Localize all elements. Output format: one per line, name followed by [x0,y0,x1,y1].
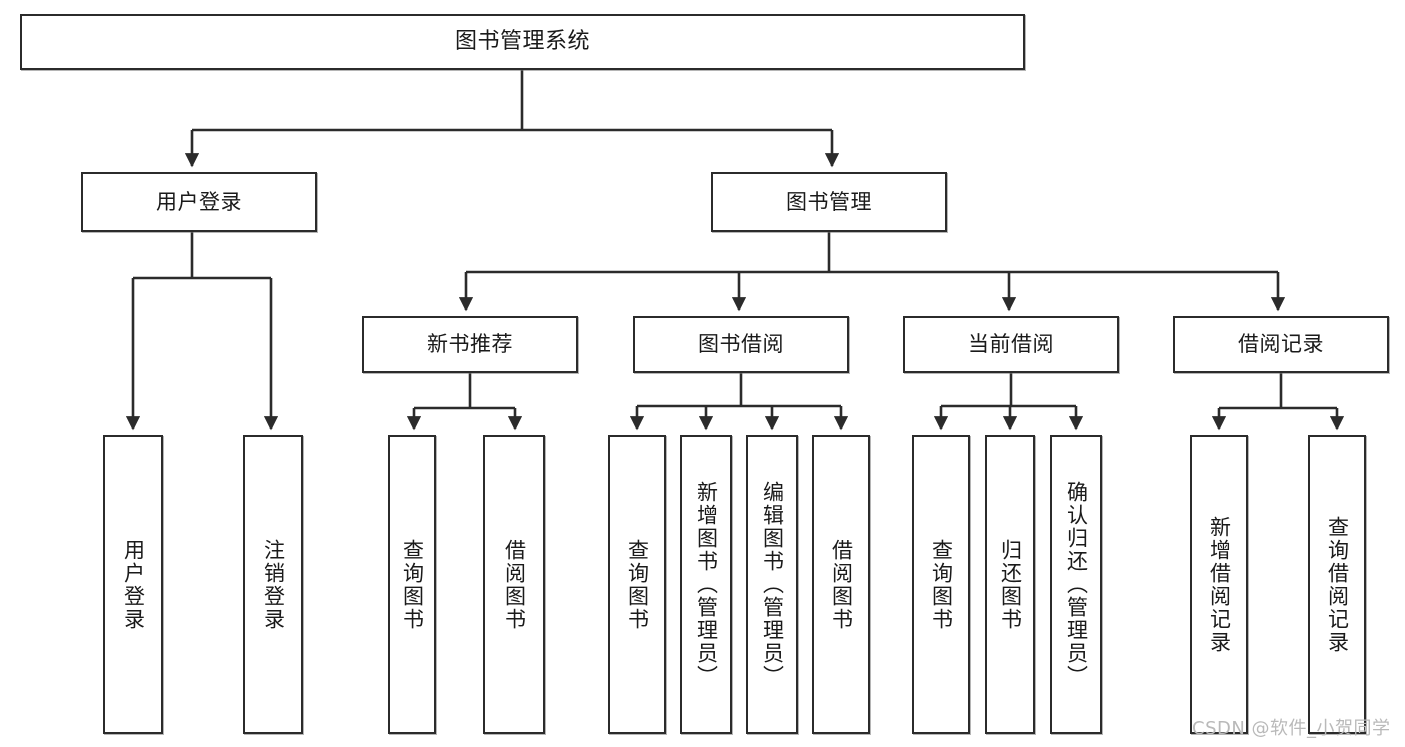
node-book-management-label: 图书管理 [786,189,872,214]
leaf-query-borrow-record[interactable]: 查询借阅记录 [1308,435,1366,734]
leaf-user-login[interactable]: 用户登录 [103,435,163,734]
leaf-query-book-recommend[interactable]: 查询图书 [388,435,436,734]
leaf-user-login-label: 用户登录 [121,538,146,631]
node-book-borrow[interactable]: 图书借阅 [633,316,849,373]
leaf-query-book-current-label: 查询图书 [929,538,954,631]
leaf-logout[interactable]: 注销登录 [243,435,303,734]
leaf-borrow-book-recommend-label: 借阅图书 [502,538,527,631]
leaf-return-book[interactable]: 归还图书 [985,435,1035,734]
node-book-management[interactable]: 图书管理 [711,172,947,232]
leaf-query-borrow-record-label: 查询借阅记录 [1325,515,1350,654]
leaf-query-book-recommend-label: 查询图书 [400,538,425,631]
leaf-query-book-borrow-label: 查询图书 [625,538,650,631]
node-current-borrow-label: 当前借阅 [968,332,1054,357]
node-borrow-records-label: 借阅记录 [1238,332,1324,357]
leaf-borrow-book-recommend[interactable]: 借阅图书 [483,435,545,734]
leaf-confirm-return-admin[interactable]: 确认归还（管理员） [1050,435,1102,734]
node-root-label: 图书管理系统 [454,29,590,55]
node-user-login-label: 用户登录 [156,189,242,214]
leaf-borrow-book-label: 借阅图书 [829,538,854,631]
watermark: CSDN @软件_小贺同学 [1192,718,1391,739]
node-new-book-recommend[interactable]: 新书推荐 [362,316,578,373]
leaf-logout-label: 注销登录 [261,538,286,631]
node-root[interactable]: 图书管理系统 [20,14,1025,70]
leaf-add-book-admin[interactable]: 新增图书（管理员） [680,435,732,734]
leaf-query-book-borrow[interactable]: 查询图书 [608,435,666,734]
leaf-add-borrow-record[interactable]: 新增借阅记录 [1190,435,1248,734]
node-current-borrow[interactable]: 当前借阅 [903,316,1119,373]
leaf-edit-book-admin[interactable]: 编辑图书（管理员） [746,435,798,734]
leaf-add-borrow-record-label: 新增借阅记录 [1207,515,1232,654]
node-user-login[interactable]: 用户登录 [81,172,317,232]
node-borrow-records[interactable]: 借阅记录 [1173,316,1389,373]
leaf-add-book-admin-label: 新增图书（管理员） [694,481,719,688]
node-book-borrow-label: 图书借阅 [698,332,784,357]
leaf-query-book-current[interactable]: 查询图书 [912,435,970,734]
leaf-edit-book-admin-label: 编辑图书（管理员） [760,481,785,688]
node-new-book-recommend-label: 新书推荐 [427,332,513,357]
leaf-borrow-book[interactable]: 借阅图书 [812,435,870,734]
leaf-return-book-label: 归还图书 [998,538,1023,631]
leaf-confirm-return-admin-label: 确认归还（管理员） [1064,481,1089,688]
